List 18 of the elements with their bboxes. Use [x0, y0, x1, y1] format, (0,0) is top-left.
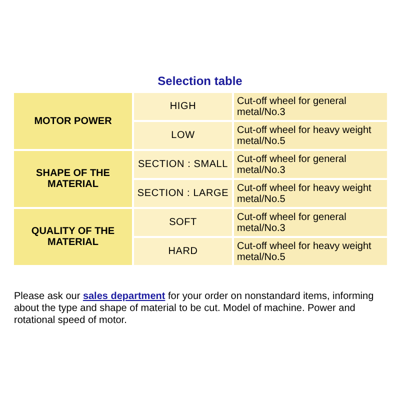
result-cell: Cut-off wheel for general metal/No.3 — [234, 93, 387, 120]
row-header-cell: SHAPE OF THE MATERIAL — [14, 151, 132, 207]
row-header-cell: QUALITY OF THE MATERIAL — [14, 209, 132, 265]
option-cell: SECTION : SMALL — [134, 151, 232, 178]
option-cell: LOW — [134, 122, 232, 149]
result-cell: Cut-off wheel for general metal/No.3 — [234, 151, 387, 178]
option-cell: HIGH — [134, 93, 232, 120]
option-cell: SECTION : LARGE — [134, 180, 232, 207]
result-cell: Cut-off wheel for heavy weight metal/No.5 — [234, 122, 387, 149]
row-header-cell: MOTOR POWER — [14, 93, 132, 149]
result-cell: Cut-off wheel for heavy weight metal/No.5 — [234, 238, 387, 265]
option-cell: HARD — [134, 238, 232, 265]
option-cell: SOFT — [134, 209, 232, 236]
link: sales department — [82, 291, 166, 302]
result-cell: Cut-off wheel for heavy weight metal/No.5 — [234, 180, 387, 207]
result-cell: Cut-off wheel for general metal/No.3 — [234, 209, 387, 236]
table-title: Selection table — [156, 74, 244, 88]
note-paragraph: Please ask our sales department for your order on nonstandard items, informing about the type and shape of material to be cut. Model of machine. Power and rotational speed of motor. — [14, 291, 375, 327]
